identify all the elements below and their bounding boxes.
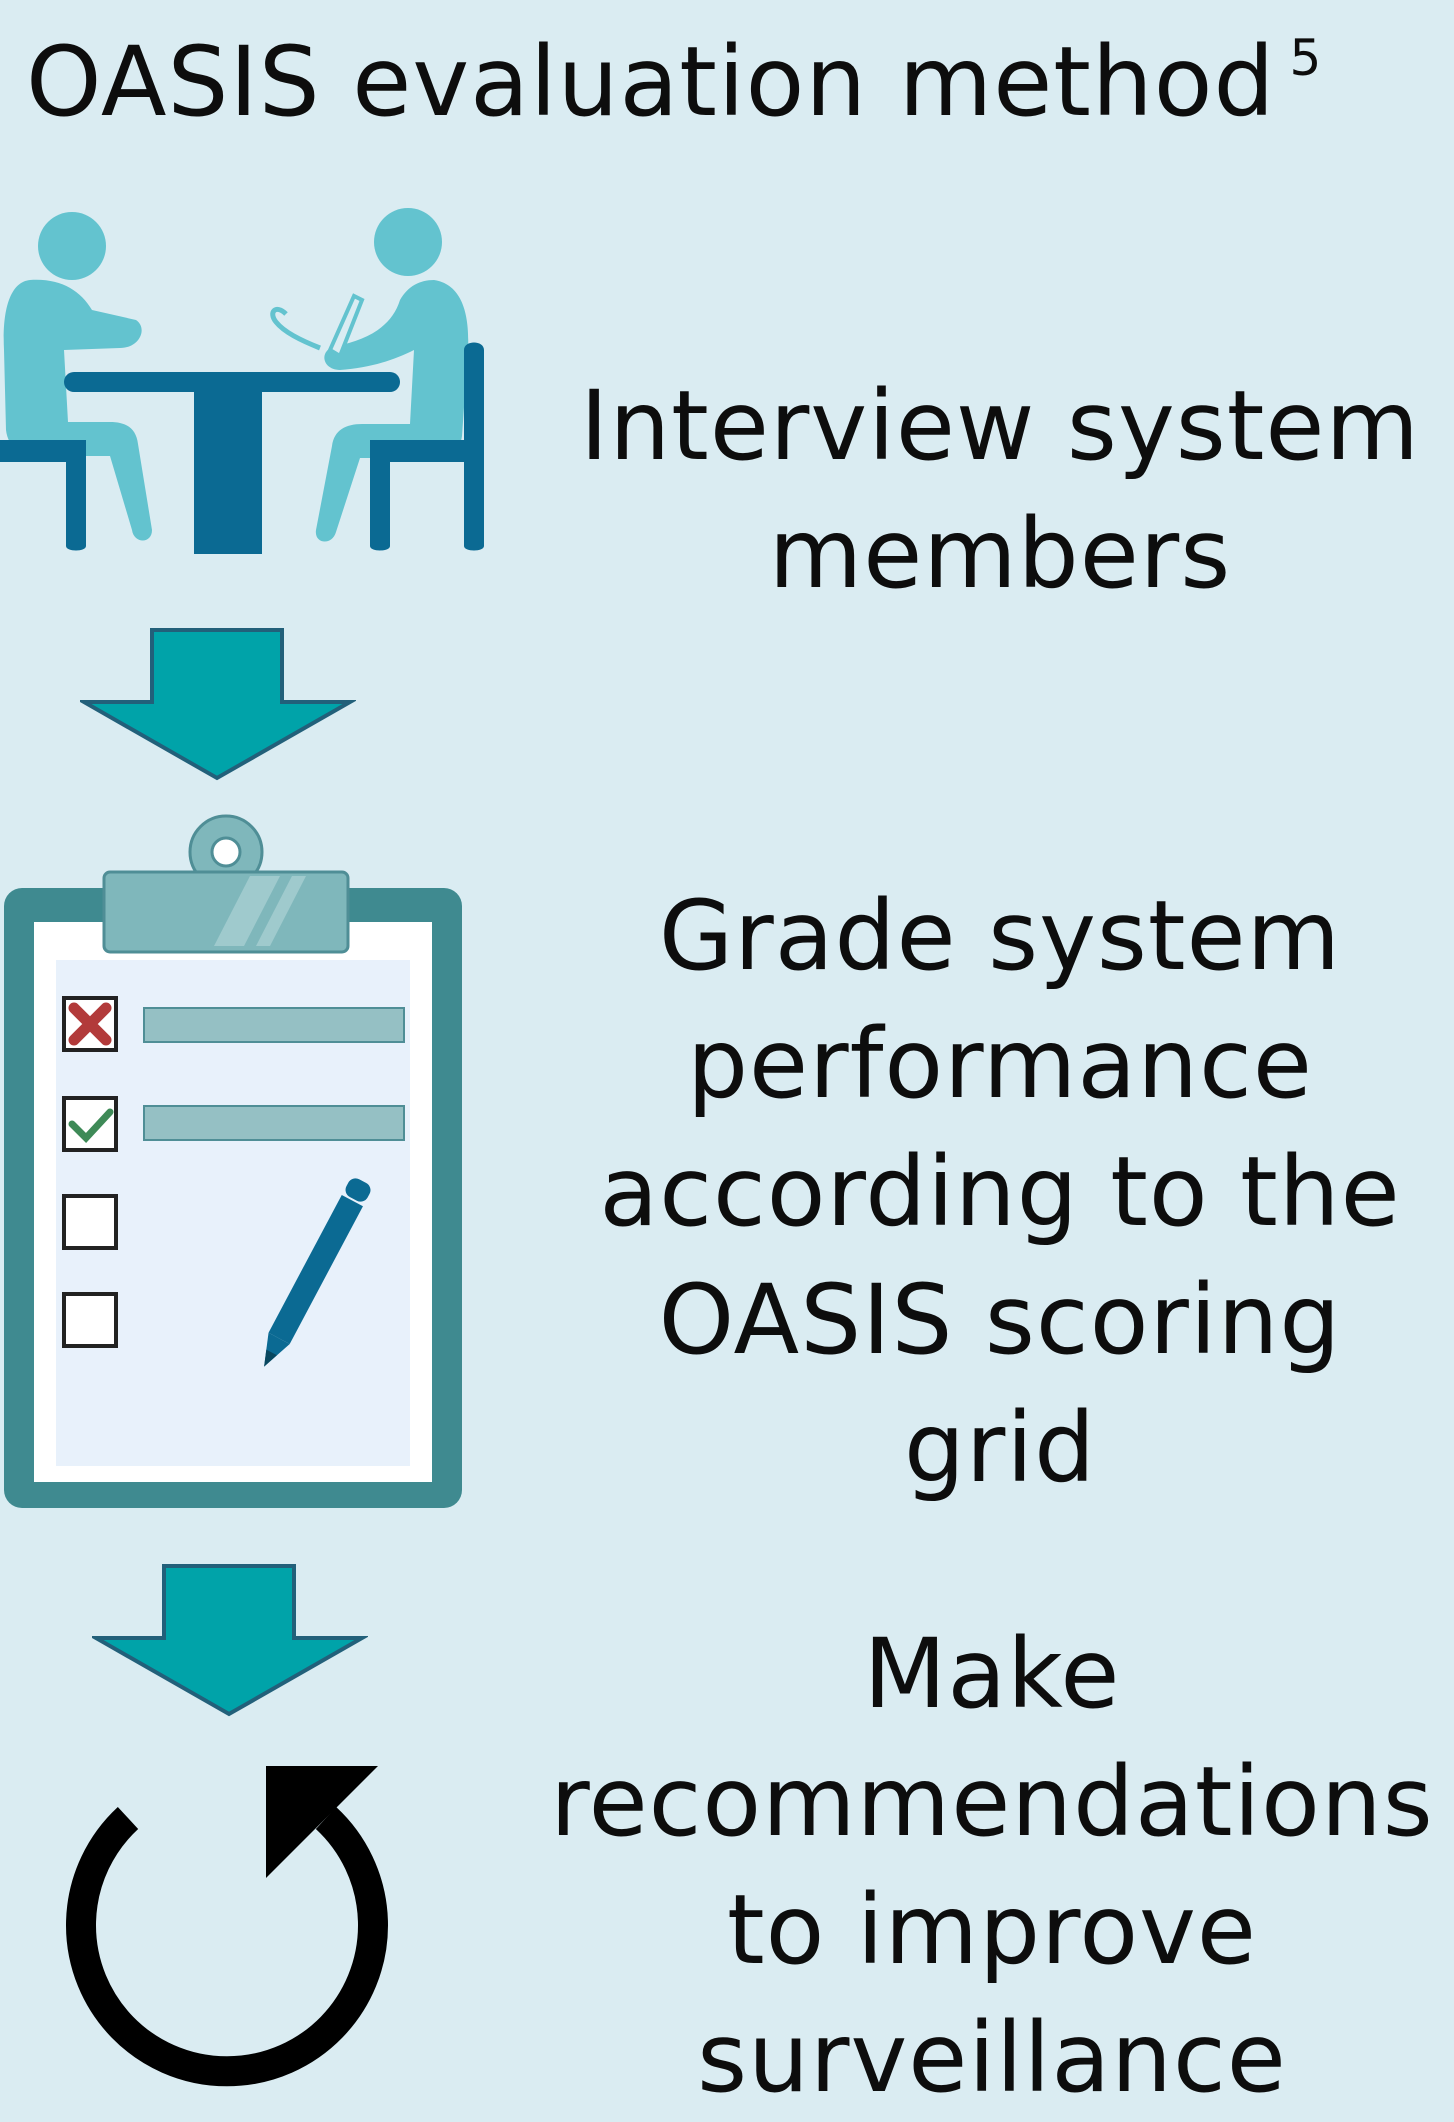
title-reference-superscript: 5 bbox=[1289, 29, 1323, 87]
clipboard-checklist-icon bbox=[4, 814, 462, 1508]
checkbox-empty bbox=[62, 1292, 118, 1348]
left-person-body bbox=[3, 279, 153, 541]
step-grade-text: Grade system performance according to th… bbox=[540, 872, 1454, 1512]
right-chair bbox=[370, 342, 484, 551]
title-text: OASIS evaluation method bbox=[26, 26, 1276, 138]
down-arrow-icon bbox=[80, 628, 356, 781]
step-line: OASIS scoring bbox=[658, 1264, 1342, 1376]
checkbox-empty bbox=[62, 1194, 118, 1250]
clip-shine bbox=[214, 876, 280, 946]
left-chair bbox=[0, 440, 86, 551]
cross-mark bbox=[68, 1002, 112, 1046]
step-line: performance bbox=[687, 1008, 1313, 1120]
pencil bbox=[264, 1178, 371, 1367]
right-person-body bbox=[315, 280, 469, 542]
step-line: surveillance bbox=[697, 2002, 1287, 2114]
step-line: according to the bbox=[599, 1136, 1401, 1248]
step-line: Grade system bbox=[658, 880, 1342, 992]
cycle-arrow-icon bbox=[66, 1766, 388, 2087]
checklist-bar bbox=[143, 1007, 405, 1043]
clip-shine-2 bbox=[256, 876, 306, 946]
right-person-head bbox=[374, 208, 442, 276]
step-recommend-text: Make recommendations to improve surveill… bbox=[530, 1610, 1454, 2122]
left-person-head bbox=[38, 212, 106, 280]
step-line: Make bbox=[863, 1618, 1121, 1730]
step-line: to improve bbox=[727, 1874, 1257, 1986]
hand-pen bbox=[327, 293, 365, 359]
step-line: members bbox=[768, 498, 1232, 610]
step-line: recommendations bbox=[550, 1746, 1434, 1858]
down-arrow-icon bbox=[92, 1564, 368, 1717]
checklist-bar bbox=[143, 1105, 405, 1141]
check-mark bbox=[68, 1108, 114, 1144]
clip-hole bbox=[210, 836, 242, 868]
step-interview-text: Interview system members bbox=[540, 362, 1454, 618]
interview-icon bbox=[0, 208, 484, 554]
table-leg bbox=[194, 386, 262, 554]
step-line: Interview system bbox=[580, 370, 1420, 482]
step-line: grid bbox=[903, 1392, 1096, 1504]
table-top bbox=[64, 372, 400, 392]
pen-stroke bbox=[270, 307, 321, 351]
